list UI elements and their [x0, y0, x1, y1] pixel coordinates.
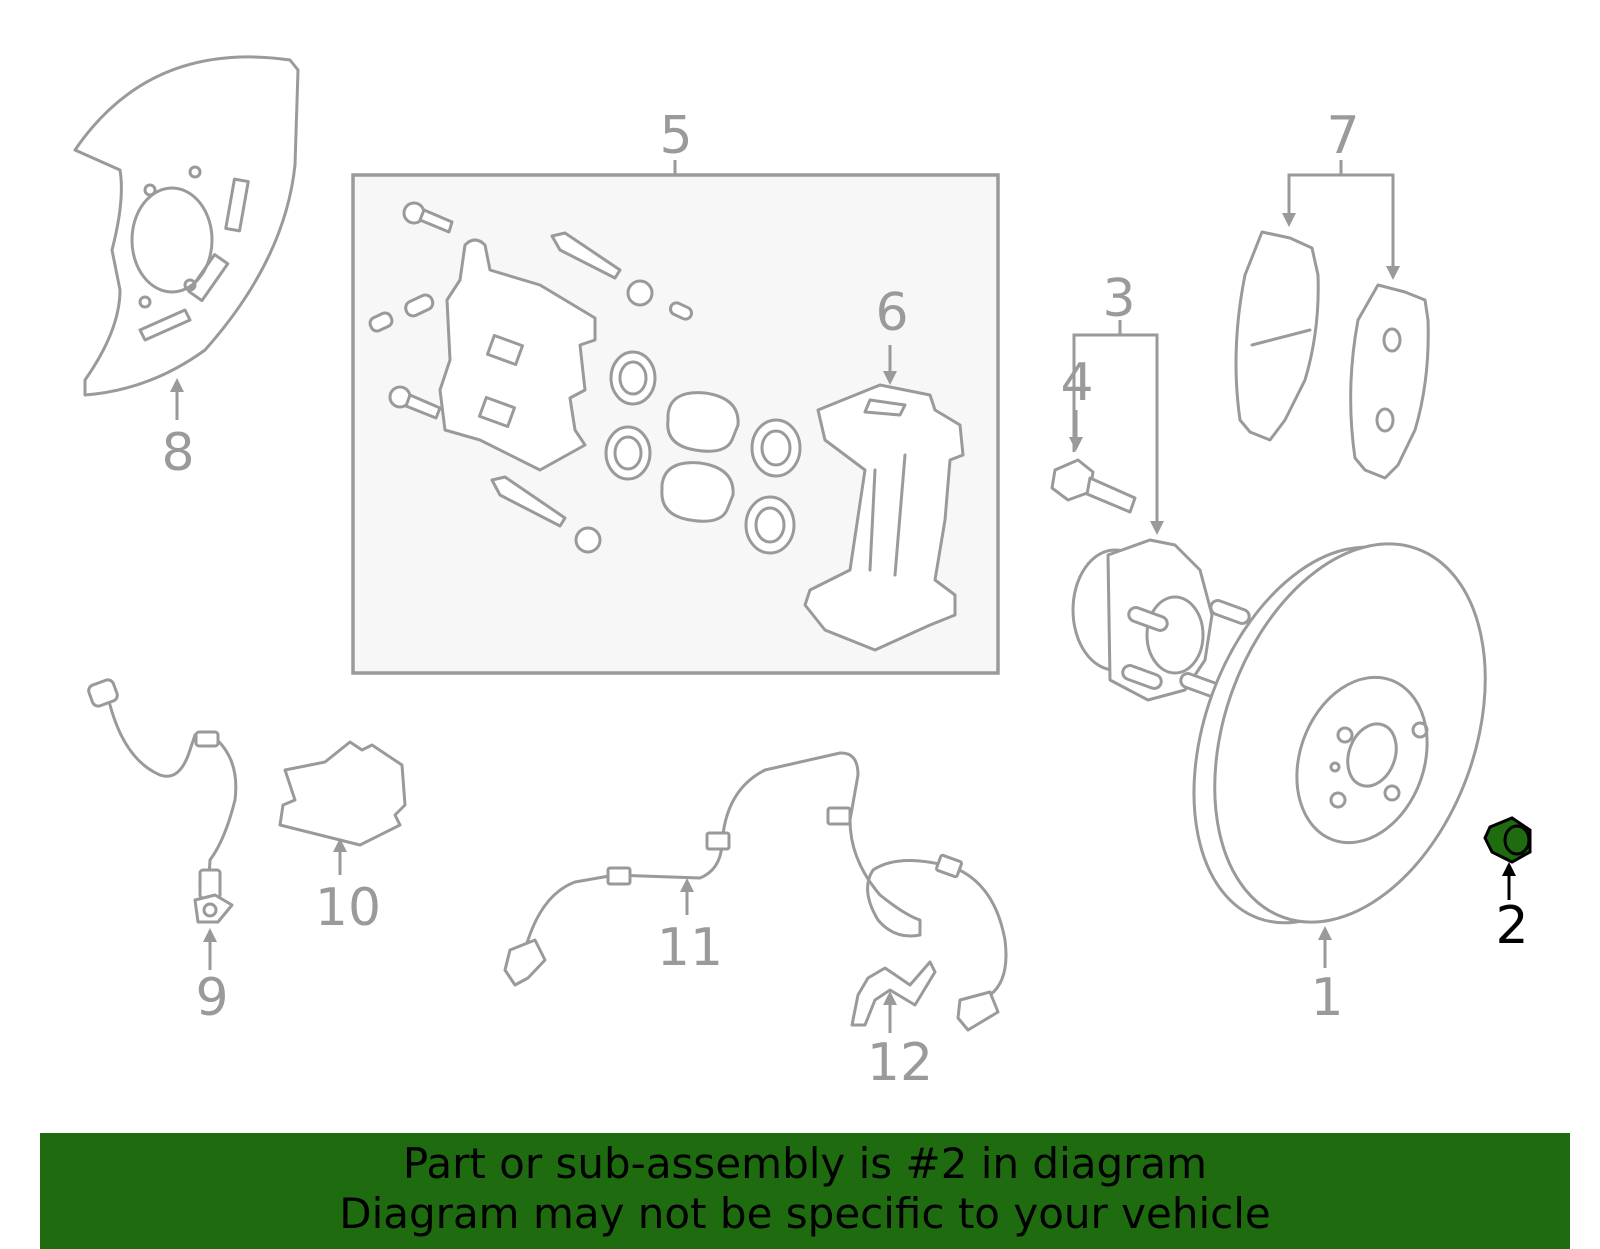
- part-10-bracket[interactable]: [278, 740, 407, 847]
- part-11-abs-sensor[interactable]: [503, 751, 1008, 1032]
- callout-11[interactable]: 11: [657, 918, 723, 978]
- part-8-dust-shield[interactable]: [73, 55, 300, 397]
- part-9-brake-hose[interactable]: [87, 678, 238, 924]
- callout-9[interactable]: 9: [195, 968, 228, 1028]
- callout-5[interactable]: 5: [659, 106, 692, 166]
- part-12-clip[interactable]: [850, 960, 937, 1027]
- callout-6[interactable]: 6: [875, 283, 908, 343]
- part-4-wheel-bolt[interactable]: [1050, 458, 1137, 514]
- callout-10[interactable]: 10: [315, 878, 381, 938]
- callout-2[interactable]: 2: [1495, 896, 1528, 956]
- part-2-hub-nut-highlighted[interactable]: [1483, 816, 1532, 864]
- part-7-brake-pads[interactable]: [1234, 230, 1430, 480]
- callout-8[interactable]: 8: [161, 423, 194, 483]
- part-6-caliper-bracket[interactable]: [803, 383, 965, 652]
- banner-line-1: Part or sub-assembly is #2 in diagram: [402, 1139, 1208, 1188]
- callout-3[interactable]: 3: [1102, 269, 1135, 329]
- callout-7[interactable]: 7: [1326, 106, 1359, 166]
- part-3-wheel-hub[interactable]: [1071, 538, 1251, 702]
- callout-12[interactable]: 12: [867, 1033, 933, 1093]
- callout-1[interactable]: 1: [1310, 968, 1343, 1028]
- banner-line-2: Diagram may not be specific to your vehi…: [339, 1189, 1271, 1238]
- part-1-brake-rotor[interactable]: [1146, 506, 1535, 960]
- info-banner: Part or sub-assembly is #2 in diagram Di…: [40, 1133, 1570, 1249]
- caliper-kit-parts: [368, 201, 802, 555]
- callout-4[interactable]: 4: [1060, 353, 1093, 413]
